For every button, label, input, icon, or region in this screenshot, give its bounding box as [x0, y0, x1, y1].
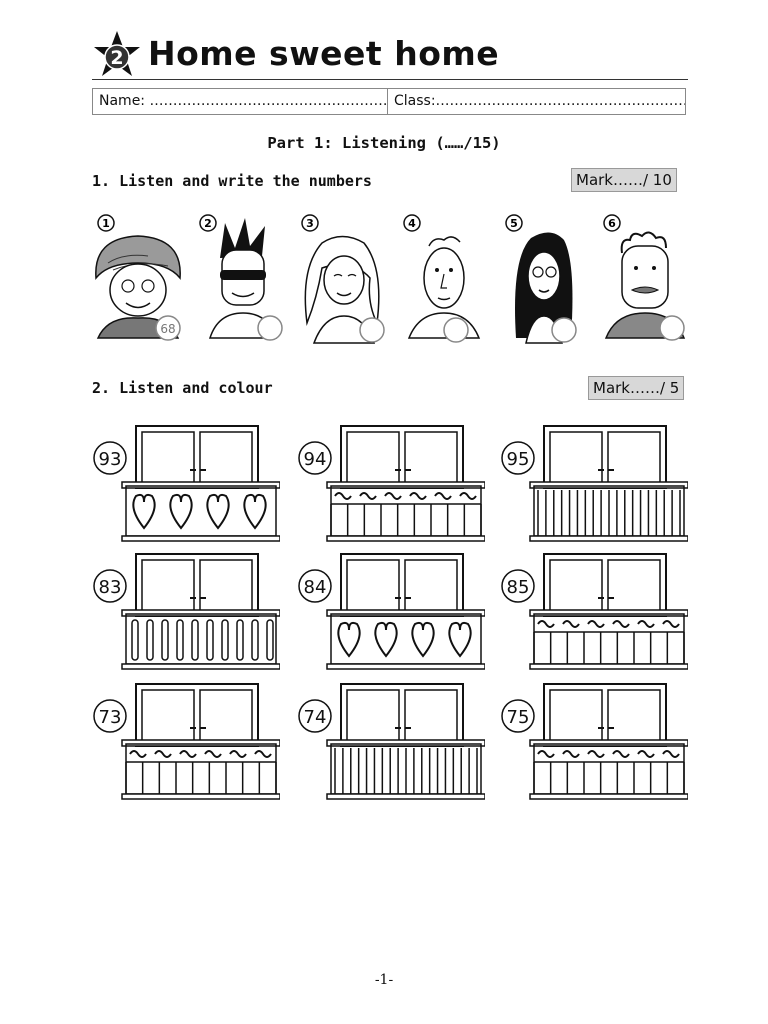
face-label: 2: [204, 217, 212, 230]
page-number: -1-: [374, 972, 394, 988]
face-3: 3: [292, 208, 392, 348]
balcony-number-badge: 85: [501, 569, 535, 603]
face-answer: 68: [160, 322, 175, 336]
balcony-railing: [121, 609, 281, 670]
balcony-railing: [121, 481, 281, 542]
unit-star-badge: 2: [92, 30, 142, 80]
balcony-9[interactable]: 75: [498, 678, 689, 803]
face-label: 6: [608, 217, 616, 230]
balcony-6[interactable]: 85: [498, 548, 689, 673]
face-4: 4: [394, 208, 494, 348]
unit-number: 2: [110, 47, 123, 69]
balcony-door: [543, 683, 667, 747]
balcony-number: 93: [99, 449, 122, 470]
balcony-number-badge: 84: [298, 569, 332, 603]
name-field[interactable]: Name: ……………………………………………: [93, 89, 388, 114]
balcony-number: 83: [99, 577, 122, 598]
balcony-door: [340, 553, 464, 617]
balcony-door: [543, 553, 667, 617]
balcony-number: 95: [507, 449, 530, 470]
face-label: 1: [102, 217, 110, 230]
balcony-door: [135, 425, 259, 489]
balcony-number: 73: [99, 707, 122, 728]
section2-mark: Mark……/ 5: [588, 376, 685, 400]
balcony-2[interactable]: 94: [295, 420, 486, 545]
balcony-number: 74: [304, 707, 327, 728]
balcony-5[interactable]: 84: [295, 548, 486, 673]
balcony-railing: [326, 739, 486, 800]
balcony-7[interactable]: 73: [90, 678, 281, 803]
balcony-door: [543, 425, 667, 489]
face-2: 2: [190, 208, 290, 348]
section2-heading: 2. Listen and colour: [92, 379, 273, 397]
worksheet-header: 2 Home sweet home: [92, 28, 688, 80]
class-field[interactable]: Class:…………………………………………………: [394, 93, 685, 109]
section1-mark: Mark……/ 10: [571, 168, 677, 192]
student-info-box: Name: …………………………………………… Class:……………………………: [92, 88, 686, 115]
balcony-railing: [121, 739, 281, 800]
balcony-number: 94: [304, 449, 327, 470]
face-label: 5: [510, 217, 518, 230]
face-6: 6: [594, 208, 694, 348]
balcony-number: 84: [304, 577, 327, 598]
part-title: Part 1: Listening (……/15): [267, 134, 501, 152]
balcony-door: [340, 425, 464, 489]
balcony-door: [135, 683, 259, 747]
balcony-number-badge: 94: [298, 441, 332, 475]
balcony-number-badge: 75: [501, 699, 535, 733]
face-5: 5: [496, 208, 596, 348]
balcony-number: 75: [507, 707, 530, 728]
balcony-number-badge: 95: [501, 441, 535, 475]
balcony-railing: [529, 739, 689, 800]
balcony-number-badge: 74: [298, 699, 332, 733]
balcony-number-badge: 83: [93, 569, 127, 603]
face-1: 1 68: [88, 208, 188, 348]
balcony-number: 85: [507, 577, 530, 598]
balcony-railing: [326, 481, 486, 542]
balcony-railing: [529, 481, 689, 542]
faces-row: 1 68 2 3: [88, 208, 686, 348]
balcony-3[interactable]: 95: [498, 420, 689, 545]
page-title: Home sweet home: [148, 34, 500, 73]
balcony-number-badge: 93: [93, 441, 127, 475]
balcony-number-badge: 73: [93, 699, 127, 733]
balcony-1[interactable]: 93: [90, 420, 281, 545]
balcony-8[interactable]: 74: [295, 678, 486, 803]
face-label: 4: [408, 217, 416, 230]
balcony-door: [340, 683, 464, 747]
section1-heading: 1. Listen and write the numbers: [92, 172, 372, 190]
balcony-4[interactable]: 83: [90, 548, 281, 673]
balcony-railing: [529, 609, 689, 670]
balconies-grid: 93 94: [90, 420, 690, 805]
balcony-door: [135, 553, 259, 617]
face-label: 3: [306, 217, 314, 230]
balcony-railing: [326, 609, 486, 670]
